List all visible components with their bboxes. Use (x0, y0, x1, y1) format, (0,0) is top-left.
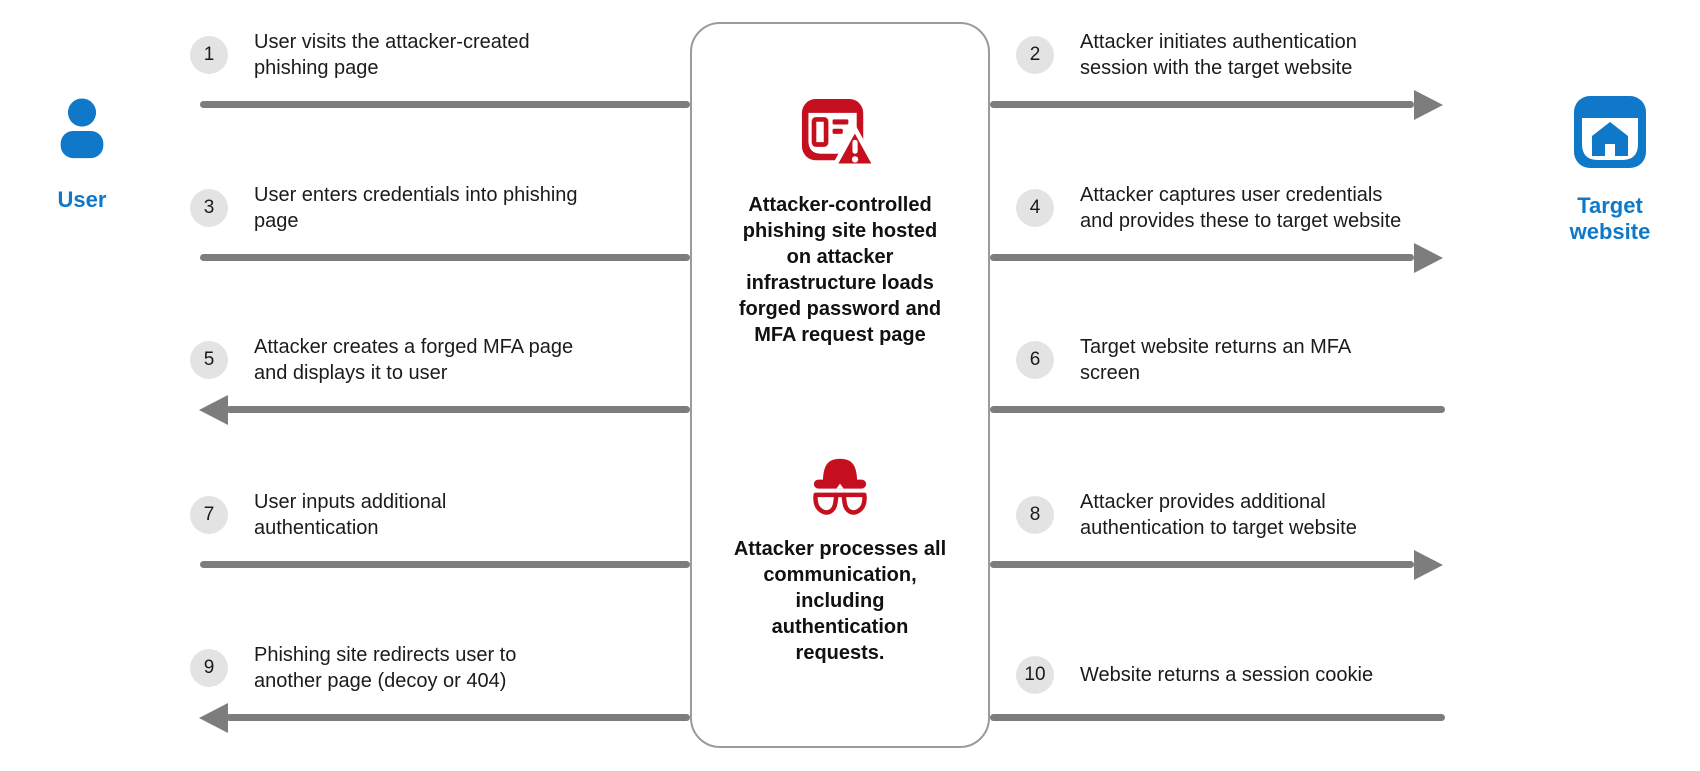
attacker-spy-icon (813, 458, 867, 515)
step-number-badge: 10 (1016, 656, 1054, 694)
attacker-infrastructure-box: Attacker-controlled phishing site hosted… (690, 22, 990, 748)
step-5: 5 Attacker creates a forged MFA page and… (190, 334, 662, 386)
step-number-badge: 3 (190, 189, 228, 227)
flow-arrow-row1-right-segment (990, 101, 1414, 108)
step-text: Attacker provides additional authenticat… (1080, 491, 1357, 539)
step-number-badge: 2 (1016, 36, 1054, 74)
step-number-badge: 6 (1016, 341, 1054, 379)
flow-arrow-row2-left-segment (200, 254, 690, 261)
step-9: 9 Phishing site redirects user to anothe… (190, 642, 662, 694)
step-7: 7 User inputs additional authentication (190, 489, 662, 541)
step-8: 8 Attacker provides additional authentic… (1016, 489, 1456, 541)
step-1: 1 User visits the attacker-created phish… (190, 29, 662, 81)
step-text: Attacker captures user credentials and p… (1080, 184, 1402, 232)
step-text: Website returns a session cookie (1080, 664, 1374, 686)
flow-arrow-row4-left-segment (200, 561, 690, 568)
step-number-badge: 7 (190, 496, 228, 534)
attacker-description: Attacker processes all communication, in… (733, 538, 947, 664)
flow-arrow-row3-left-segment (226, 406, 690, 413)
user-actor: User (37, 98, 127, 213)
website-home-icon (1574, 96, 1646, 168)
step-text: Phishing site redirects user to another … (254, 644, 517, 692)
step-text: Attacker initiates authentication sessio… (1080, 31, 1357, 79)
arrow-head-left-icon (199, 395, 228, 425)
person-icon (60, 98, 104, 159)
arrow-head-right-icon (1414, 90, 1443, 120)
flow-arrow-row5-right-segment (990, 714, 1445, 721)
step-number-badge: 9 (190, 649, 228, 687)
flow-arrow-row3-right-segment (990, 406, 1445, 413)
step-text: User visits the attacker-created phishin… (254, 31, 530, 79)
target-website-actor: Target website (1558, 96, 1662, 245)
step-text: User inputs additional authentication (254, 491, 447, 539)
flow-arrow-row2-right-segment (990, 254, 1414, 261)
step-6: 6 Target website returns an MFA screen (1016, 334, 1456, 386)
flow-arrow-row4-right-segment (990, 561, 1414, 568)
step-text: User enters credentials into phishing pa… (254, 184, 578, 232)
step-4: 4 Attacker captures user credentials and… (1016, 182, 1456, 234)
step-number-badge: 4 (1016, 189, 1054, 227)
target-website-label: Target website (1569, 193, 1651, 244)
flow-arrow-row5-left-segment (226, 714, 690, 721)
step-3: 3 User enters credentials into phishing … (190, 182, 662, 234)
step-number-badge: 1 (190, 36, 228, 74)
step-number-badge: 8 (1016, 496, 1054, 534)
user-label: User (57, 187, 107, 212)
step-text: Target website returns an MFA screen (1080, 336, 1352, 384)
step-text: Attacker creates a forged MFA page and d… (254, 336, 574, 384)
step-10: 10 Website returns a session cookie (1016, 656, 1456, 694)
phishing-site-description: Attacker-controlled phishing site hosted… (738, 194, 942, 346)
step-number-badge: 5 (190, 341, 228, 379)
arrow-head-left-icon (199, 703, 228, 733)
arrow-head-right-icon (1414, 243, 1443, 273)
phishing-page-warning-icon (801, 99, 878, 169)
flow-arrow-row1-left-segment (200, 101, 690, 108)
step-2: 2 Attacker initiates authentication sess… (1016, 29, 1456, 81)
arrow-head-right-icon (1414, 550, 1443, 580)
